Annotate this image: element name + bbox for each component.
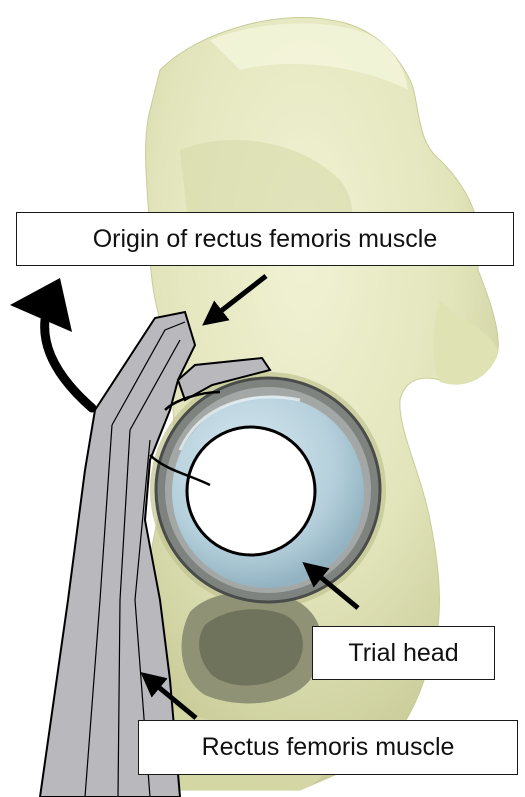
rectus-label: Rectus femoris muscle (138, 720, 518, 775)
implant (156, 378, 380, 602)
retraction-arrow-shaft (45, 320, 92, 408)
origin-label: Origin of rectus femoris muscle (16, 212, 514, 266)
trial-head-label: Trial head (312, 626, 495, 680)
trial-head-taper-hole (187, 427, 315, 555)
trial-head-label-text: Trial head (348, 639, 458, 668)
origin-label-text: Origin of rectus femoris muscle (93, 225, 438, 254)
rectus-label-text: Rectus femoris muscle (202, 733, 455, 762)
retraction-arrow (10, 278, 92, 408)
